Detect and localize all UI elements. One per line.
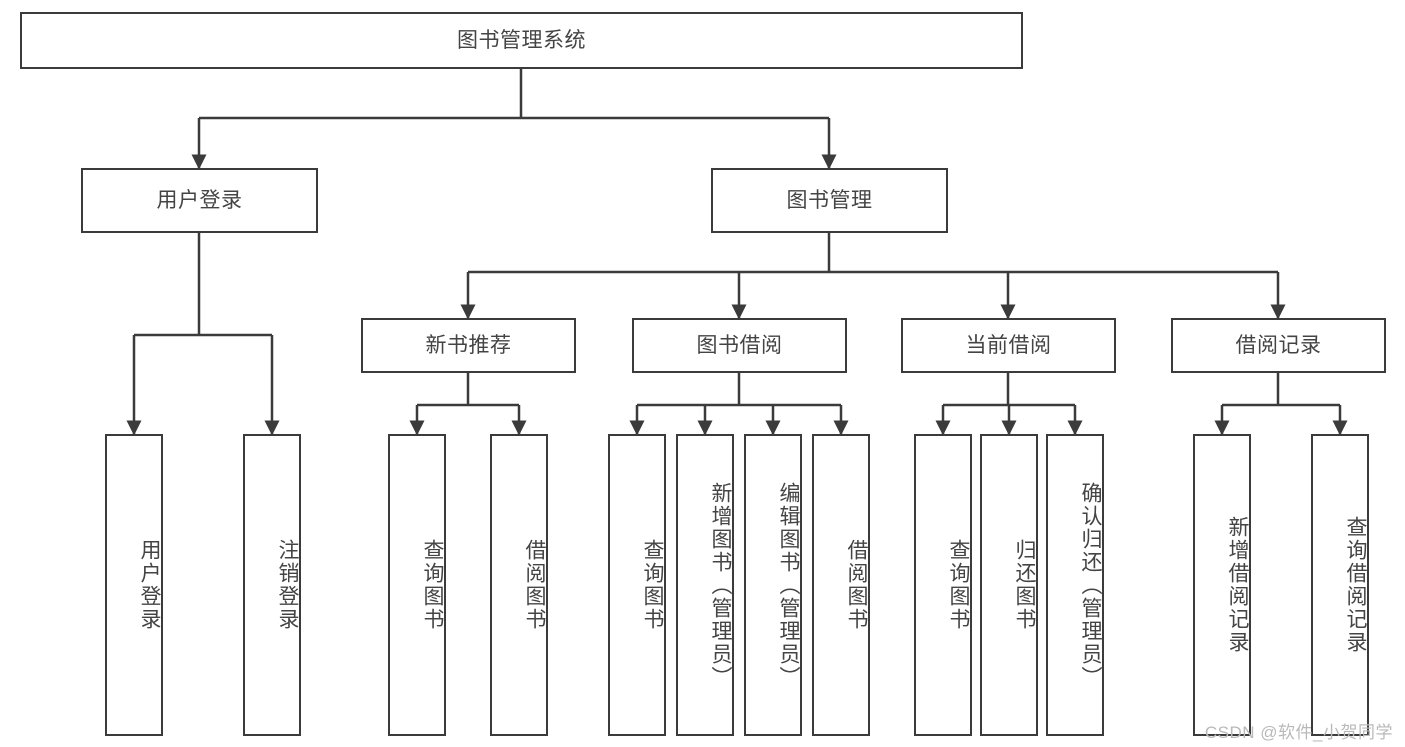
csdn-watermark: CSDN @软件_小贺同学	[1204, 723, 1393, 742]
node-root[interactable]: 图书管理系统	[20, 12, 1023, 69]
node-leaf-user-login-label: 用户登录	[138, 539, 161, 631]
node-book-borrow[interactable]: 图书借阅	[632, 318, 847, 373]
node-leaf-borrow-book-2-label: 借阅图书	[845, 539, 868, 631]
node-leaf-query-book-2[interactable]: 查询图书	[608, 434, 666, 736]
node-leaf-query-book-3[interactable]: 查询图书	[914, 434, 972, 736]
node-leaf-add-record-label: 新增借阅记录	[1226, 516, 1249, 654]
node-current-borrow[interactable]: 当前借阅	[901, 318, 1116, 373]
node-root-label: 图书管理系统	[457, 28, 586, 52]
node-user-login-label: 用户登录	[156, 188, 243, 212]
node-leaf-edit-book-label: 编辑图书（管理员）	[777, 481, 800, 689]
node-leaf-add-record[interactable]: 新增借阅记录	[1193, 434, 1251, 736]
node-user-login[interactable]: 用户登录	[81, 168, 318, 233]
node-leaf-logout-label: 注销登录	[276, 539, 299, 631]
node-leaf-query-record-label: 查询借阅记录	[1344, 516, 1367, 654]
node-leaf-return-book[interactable]: 归还图书	[980, 434, 1038, 736]
node-leaf-borrow-book-1[interactable]: 借阅图书	[490, 434, 548, 736]
node-current-borrow-label: 当前借阅	[965, 333, 1052, 357]
node-leaf-confirm-return[interactable]: 确认归还（管理员）	[1046, 434, 1104, 736]
node-leaf-return-book-label: 归还图书	[1013, 539, 1036, 631]
node-leaf-confirm-return-label: 确认归还（管理员）	[1079, 481, 1102, 689]
node-leaf-query-book-1-label: 查询图书	[421, 539, 444, 631]
node-borrow-record-label: 借阅记录	[1235, 333, 1322, 357]
node-leaf-edit-book[interactable]: 编辑图书（管理员）	[744, 434, 802, 736]
node-leaf-logout[interactable]: 注销登录	[243, 434, 301, 736]
node-leaf-query-book-1[interactable]: 查询图书	[388, 434, 446, 736]
node-leaf-borrow-book-2[interactable]: 借阅图书	[812, 434, 870, 736]
node-book-manage[interactable]: 图书管理	[711, 168, 948, 233]
node-leaf-add-book-label: 新增图书（管理员）	[709, 481, 732, 689]
node-leaf-query-book-3-label: 查询图书	[947, 539, 970, 631]
node-leaf-query-book-2-label: 查询图书	[641, 539, 664, 631]
node-book-manage-label: 图书管理	[786, 188, 873, 212]
node-new-book-recommend[interactable]: 新书推荐	[361, 318, 576, 373]
node-book-borrow-label: 图书借阅	[696, 333, 783, 357]
node-leaf-borrow-book-1-label: 借阅图书	[523, 539, 546, 631]
node-leaf-add-book[interactable]: 新增图书（管理员）	[676, 434, 734, 736]
node-borrow-record[interactable]: 借阅记录	[1171, 318, 1386, 373]
node-new-book-recommend-label: 新书推荐	[425, 333, 512, 357]
node-leaf-user-login[interactable]: 用户登录	[105, 434, 163, 736]
node-leaf-query-record[interactable]: 查询借阅记录	[1311, 434, 1369, 736]
